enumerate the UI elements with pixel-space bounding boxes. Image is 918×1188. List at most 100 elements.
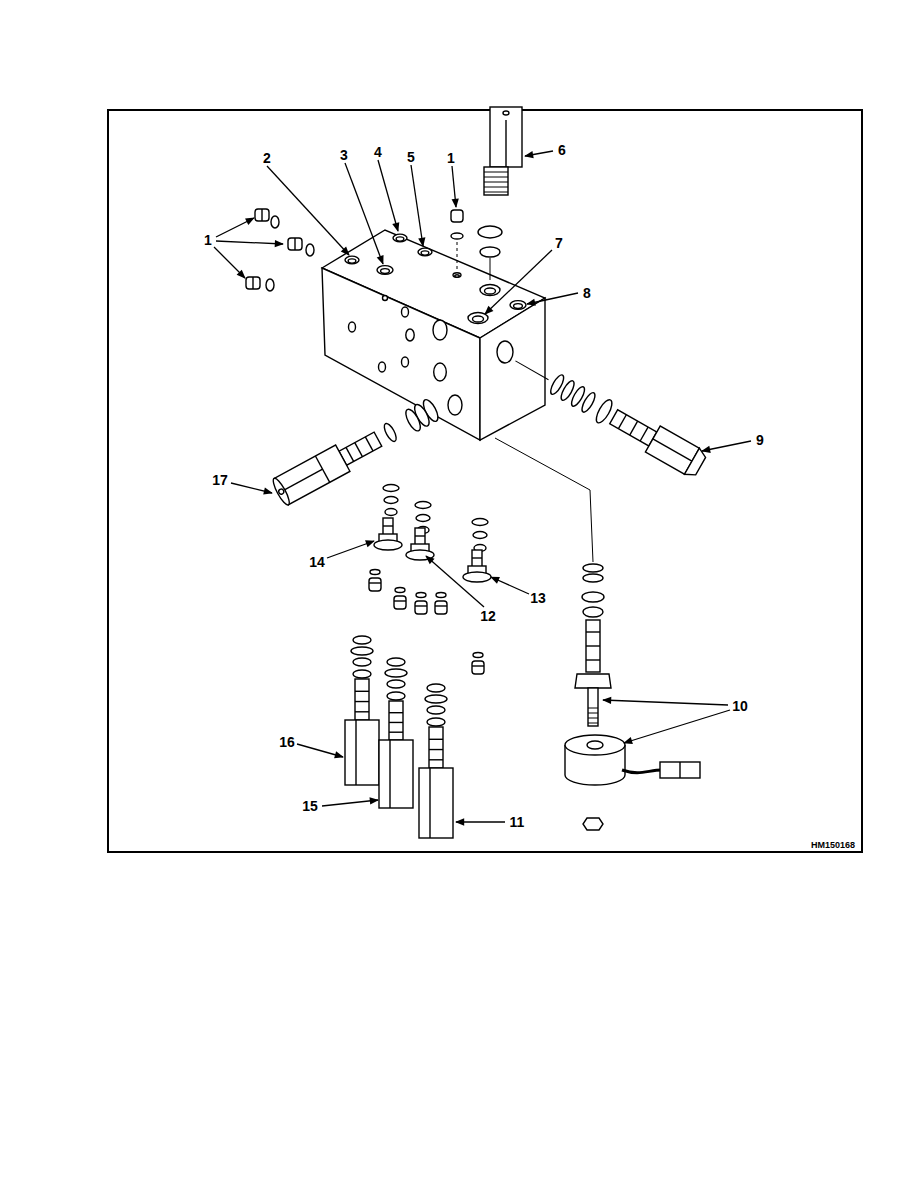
assembly-line: [495, 438, 593, 562]
valve-flange: [374, 540, 402, 550]
spool-groove: [346, 447, 354, 461]
thread-line: [588, 723, 598, 724]
cartridge-body: [490, 107, 522, 167]
o-ring: [415, 502, 431, 509]
leader-line: [345, 163, 383, 264]
leader-line: [216, 218, 254, 237]
plug: [288, 238, 302, 250]
plug: [451, 210, 463, 222]
hex-facet: [281, 469, 322, 491]
cartridge-end: [271, 477, 292, 507]
spool-groove: [365, 437, 373, 451]
block-port-bore: [421, 251, 429, 255]
o-ring: [385, 509, 397, 516]
callout-number: 16: [279, 735, 295, 749]
plug: [415, 601, 427, 614]
callout-number: 2: [263, 151, 271, 165]
o-ring: [370, 570, 380, 575]
block-port: [402, 357, 409, 367]
block-port-bore: [381, 269, 390, 274]
hex-facet: [653, 439, 692, 461]
plug-facet: [472, 665, 484, 666]
spool-groove: [618, 415, 626, 429]
o-ring: [478, 226, 502, 238]
thread-line: [588, 708, 598, 709]
spool-groove: [355, 691, 369, 692]
figure-id: HM150168: [811, 841, 855, 850]
hex-facet: [505, 120, 506, 167]
o-ring: [266, 279, 274, 291]
cartridge-body: [345, 720, 379, 785]
plug: [255, 209, 269, 221]
cartridge-cap: [685, 448, 709, 479]
assembly-line: [490, 258, 491, 280]
leader-line: [297, 744, 343, 757]
callout-number: 10: [732, 699, 748, 713]
o-ring: [387, 658, 405, 666]
block-port: [480, 285, 500, 296]
leader-line: [378, 160, 398, 231]
block-port-bore: [348, 259, 356, 263]
o-ring: [353, 636, 371, 644]
cartridge-spool: [429, 727, 443, 768]
callout-number: 17: [212, 473, 228, 487]
assembly-line: [457, 242, 458, 270]
coil-connector: [660, 762, 700, 778]
leader-line: [322, 800, 378, 806]
cartridge-body: [379, 740, 413, 808]
callout-number: 11: [510, 815, 525, 829]
thread-line: [484, 177, 508, 178]
callout-number: 6: [558, 143, 566, 157]
block-port-bore: [455, 275, 459, 277]
callout-number: 14: [309, 555, 325, 569]
leader-line: [426, 556, 484, 607]
plug-facet: [261, 209, 262, 221]
block-port: [510, 301, 526, 310]
spool-groove: [389, 712, 403, 713]
o-ring: [306, 244, 314, 256]
block-port: [349, 322, 356, 332]
o-ring: [385, 669, 407, 677]
o-ring: [427, 684, 445, 692]
leader-line: [216, 241, 283, 244]
o-ring: [473, 532, 487, 539]
block-port-bore: [473, 316, 484, 322]
callout-number: 7: [555, 236, 563, 250]
valve-block: [322, 230, 545, 440]
cartridge-body: [419, 768, 453, 838]
spool-groove: [415, 535, 425, 536]
block-port: [418, 248, 432, 256]
block-port: [402, 307, 409, 317]
leader-line: [624, 710, 730, 743]
block-port: [433, 320, 447, 340]
leader-line: [267, 166, 349, 255]
solenoid-coil-top: [565, 735, 625, 755]
spool-groove: [389, 732, 403, 733]
callout-number: 4: [374, 145, 382, 159]
spool-groove: [429, 759, 443, 760]
valve-spool: [415, 528, 425, 546]
o-ring: [387, 692, 405, 700]
leader-line: [214, 247, 245, 278]
thread-line: [484, 182, 508, 183]
block-port: [393, 234, 407, 242]
thread-line: [484, 187, 508, 188]
block-port-bore: [514, 304, 523, 309]
o-ring: [353, 658, 371, 666]
solenoid-hex: [575, 674, 611, 688]
leader-line: [603, 700, 728, 705]
leader-line: [231, 483, 272, 493]
leader-line: [456, 821, 505, 822]
plug: [369, 578, 381, 591]
o-ring: [387, 680, 405, 688]
leader-line: [411, 165, 423, 246]
cartridge-spool: [610, 410, 657, 446]
plug: [435, 601, 447, 614]
block-port-bore: [485, 288, 496, 294]
o-ring: [427, 706, 445, 714]
coil-wire: [622, 770, 662, 773]
hex-facet: [355, 720, 356, 785]
o-ring: [353, 670, 371, 678]
callout-number: 5: [407, 150, 415, 164]
